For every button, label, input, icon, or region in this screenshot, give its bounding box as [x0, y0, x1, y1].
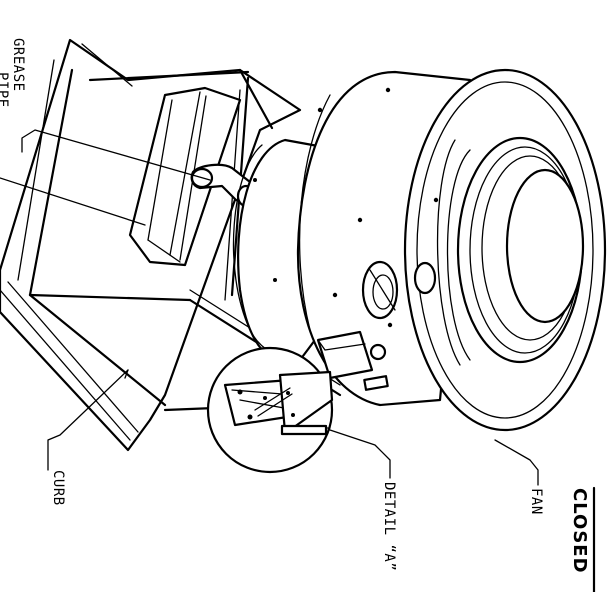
- junction-box: [316, 330, 389, 391]
- curb-label: CURB: [50, 470, 66, 506]
- grease-pipe-label-line2: PIPE: [0, 72, 10, 108]
- grease-box-leader: [0, 177, 146, 226]
- fan-label: FAN: [528, 488, 544, 515]
- grease-pipe-leader: [21, 129, 211, 181]
- closed-title: CLOSED: [569, 488, 590, 574]
- detail-a-callout: [206, 346, 391, 479]
- fan-assembly: [232, 68, 607, 432]
- fan-leader: [494, 439, 539, 486]
- detail-a-label: DETAIL “A”: [381, 482, 397, 571]
- grease-pipe-label-line1: GREASE: [10, 38, 26, 92]
